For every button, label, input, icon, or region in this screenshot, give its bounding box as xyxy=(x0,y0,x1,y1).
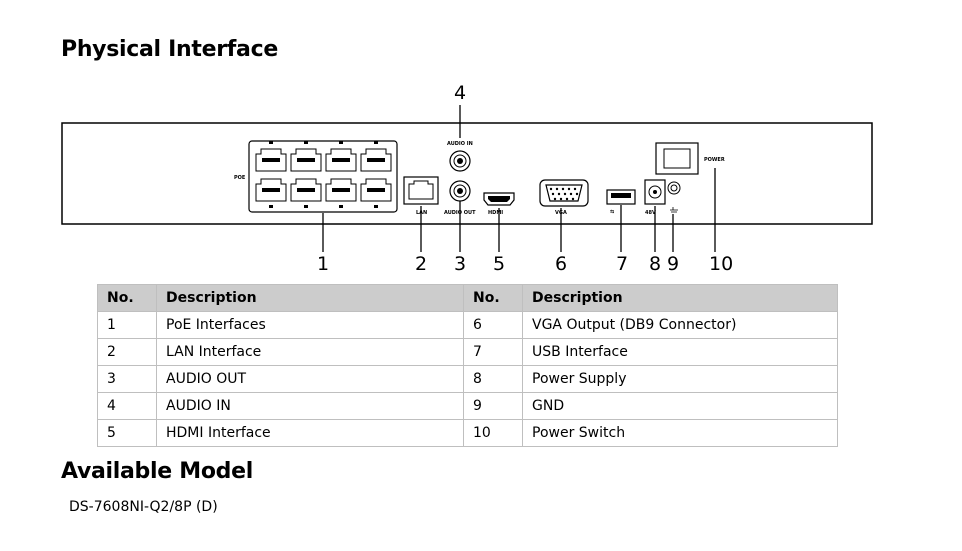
cell-no: 3 xyxy=(97,365,157,393)
power-label: POWER xyxy=(704,157,725,163)
lan-port xyxy=(403,176,439,205)
cell-description: AUDIO OUT xyxy=(156,365,464,393)
voltage-label: 48V xyxy=(645,210,656,216)
cell-description: GND xyxy=(522,392,838,420)
callout-10: 10 xyxy=(709,253,733,275)
callout-9: 9 xyxy=(667,253,679,275)
cell-description: LAN Interface xyxy=(156,338,464,366)
table-row: 3 AUDIO OUT 8 Power Supply xyxy=(97,365,838,393)
callout-6: 6 xyxy=(555,253,567,275)
audio-in-jack xyxy=(449,150,471,172)
audio-in-label: AUDIO IN xyxy=(447,141,473,147)
chassis-outline xyxy=(61,122,873,225)
cell-no: 4 xyxy=(97,392,157,420)
cell-description: PoE Interfaces xyxy=(156,311,464,339)
usb-port: ⇆ xyxy=(606,189,636,215)
ground-icon xyxy=(670,207,678,213)
table-header-row: No. Description No. Description xyxy=(97,284,838,312)
callout-5: 5 xyxy=(493,253,505,275)
callout-4: 4 xyxy=(454,82,466,104)
cell-no: 7 xyxy=(463,338,523,366)
callout-8: 8 xyxy=(649,253,661,275)
cell-no: 8 xyxy=(463,365,523,393)
poe-ports xyxy=(248,140,398,213)
interface-description-table: No. Description No. Description 1 PoE In… xyxy=(97,284,838,447)
header-no-left: No. xyxy=(97,284,157,312)
callout-2: 2 xyxy=(415,253,427,275)
table-row: 1 PoE Interfaces 6 VGA Output (DB9 Conne… xyxy=(97,311,838,339)
table-row: 2 LAN Interface 7 USB Interface xyxy=(97,338,838,366)
cell-description: AUDIO IN xyxy=(156,392,464,420)
cell-description: Power Supply xyxy=(522,365,838,393)
cell-no: 5 xyxy=(97,419,157,447)
callout-3: 3 xyxy=(454,253,466,275)
cell-description: VGA Output (DB9 Connector) xyxy=(522,311,838,339)
callout-7: 7 xyxy=(616,253,628,275)
audio-out-jack xyxy=(449,180,471,202)
poe-label: POE xyxy=(234,175,246,181)
power-supply-jack xyxy=(644,179,666,205)
cell-description: USB Interface xyxy=(522,338,838,366)
model-name: DS-7608NI-Q2/8P (D) xyxy=(69,499,218,515)
cell-no: 2 xyxy=(97,338,157,366)
cell-no: 9 xyxy=(463,392,523,420)
cell-no: 10 xyxy=(463,419,523,447)
cell-no: 1 xyxy=(97,311,157,339)
ground-screw xyxy=(667,181,681,213)
power-switch xyxy=(655,142,699,175)
table-row: 5 HDMI Interface 10 Power Switch xyxy=(97,419,838,447)
hdmi-port xyxy=(483,192,515,206)
usb-icon: ⇆ xyxy=(610,209,614,215)
header-description-left: Description xyxy=(156,284,464,312)
header-no-right: No. xyxy=(463,284,523,312)
table-row: 4 AUDIO IN 9 GND xyxy=(97,392,838,420)
vga-port xyxy=(539,179,589,207)
callout-1: 1 xyxy=(317,253,329,275)
rear-panel-diagram: POE LAN AUDIO IN AUDIO OUT HDMI VGA ⇆ xyxy=(61,82,873,275)
section-title-available-model: Available Model xyxy=(61,459,253,484)
cell-no: 6 xyxy=(463,311,523,339)
cell-description: HDMI Interface xyxy=(156,419,464,447)
leader-lines xyxy=(322,105,716,252)
cell-description: Power Switch xyxy=(522,419,838,447)
section-title-physical-interface: Physical Interface xyxy=(61,37,278,62)
hdmi-label: HDMI xyxy=(488,210,503,216)
header-description-right: Description xyxy=(522,284,838,312)
